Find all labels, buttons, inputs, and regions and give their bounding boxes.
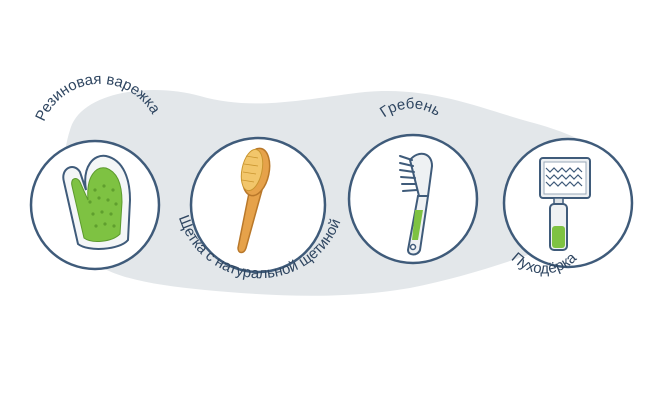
comb-icon: [399, 152, 434, 256]
item-circle: [502, 137, 634, 269]
item-rubber-mitt: Резиновая варежка: [29, 71, 164, 271]
natural-bristle-brush-icon: [237, 147, 271, 254]
slicker-brush-icon: [539, 157, 591, 251]
item-circle: [347, 133, 479, 265]
rubber-mitt-icon: [62, 154, 132, 250]
item-slicker-brush: Пуходёрка: [502, 137, 634, 278]
